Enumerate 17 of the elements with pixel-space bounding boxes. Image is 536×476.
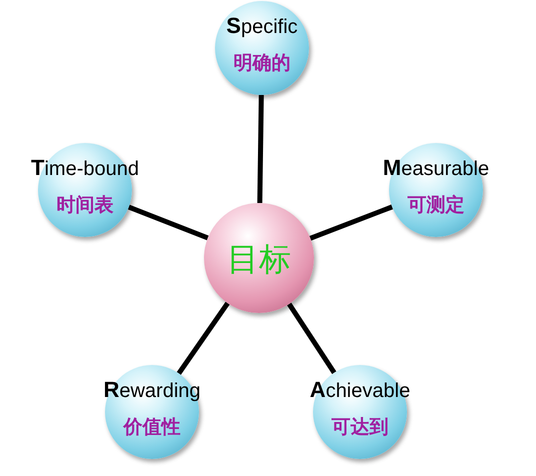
connector-line bbox=[309, 204, 394, 241]
node-label: 目标 bbox=[227, 240, 291, 279]
connector-line bbox=[176, 302, 230, 375]
node-subtitle: 时间表 bbox=[56, 194, 114, 218]
connector-line bbox=[257, 94, 264, 204]
node-title: Time-bound bbox=[31, 155, 139, 181]
node-title: Rewarding bbox=[103, 377, 201, 403]
connector-line bbox=[128, 204, 209, 240]
node-title: Specific bbox=[226, 13, 298, 39]
node-subtitle: 明确的 bbox=[234, 52, 290, 76]
node-subtitle: 价值性 bbox=[124, 416, 180, 440]
node-title: Achievable bbox=[310, 377, 410, 403]
connector-line bbox=[287, 302, 336, 374]
node-subtitle: 可达到 bbox=[332, 416, 388, 440]
node-subtitle: 可测定 bbox=[408, 194, 464, 218]
circle-node bbox=[105, 365, 199, 459]
node-title: Measurable bbox=[382, 155, 490, 181]
